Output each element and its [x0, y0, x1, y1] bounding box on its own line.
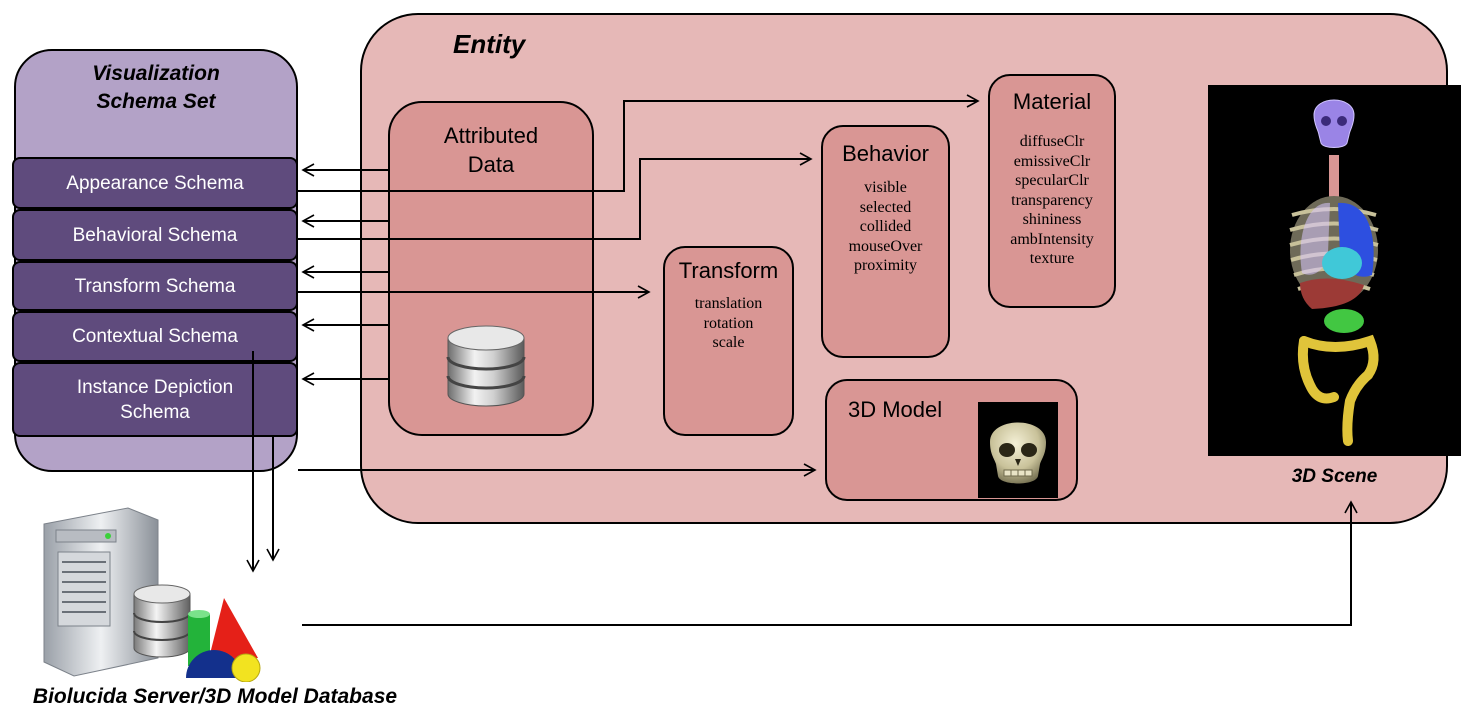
- schema-set-title-line2: Schema Set: [96, 90, 216, 113]
- behavioral-schema-box: Behavioral Schema: [12, 209, 298, 261]
- arrow-behavioral-to-behavior: [298, 152, 813, 240]
- material-attributes: diffuseClr emissiveClr specularClr trans…: [988, 132, 1116, 269]
- arrow-appearance-to-material: [298, 94, 980, 192]
- instance-depiction-schema-box: Instance Depiction Schema: [12, 362, 298, 437]
- appearance-schema-label: Appearance Schema: [66, 172, 244, 194]
- arrow-server-to-scene: [302, 500, 1358, 626]
- material-attr-emissiveclr: emissiveClr: [1013, 152, 1091, 170]
- behavior-attr-collided: collided: [859, 218, 912, 235]
- database-icon: [446, 325, 526, 407]
- material-attr-shininess: shininess: [1022, 211, 1082, 228]
- server-database-icon: [43, 507, 261, 682]
- instance-depiction-schema-label-line1: Instance Depiction: [76, 376, 234, 398]
- skull-thumbnail-image: [978, 402, 1058, 498]
- appearance-schema-box: Appearance Schema: [12, 157, 298, 209]
- scene-render-image: [1208, 85, 1461, 456]
- material-title: Material: [1012, 89, 1092, 114]
- material-attr-texture: texture: [1029, 250, 1075, 267]
- transform-attr-rotation: rotation: [703, 314, 754, 332]
- behavior-attr-proximity: proximity: [853, 257, 918, 274]
- attributed-data-title-line1: Attributed: [443, 123, 539, 148]
- attributed-data-title-line2: Data: [467, 152, 515, 177]
- schema-set-title-line1: Visualization: [92, 62, 220, 85]
- transform-schema-box: Transform Schema: [12, 261, 298, 311]
- material-attr-specularclr: specularClr: [1015, 172, 1089, 189]
- server-label: Biolucida Server/3D Model Database: [32, 685, 398, 708]
- behavior-attr-mouseover: mouseOver: [848, 237, 923, 255]
- behavior-attr-visible: visible: [864, 179, 907, 196]
- behavior-attr-selected: selected: [859, 198, 912, 216]
- entity-title: Entity: [453, 29, 526, 59]
- attributed-data-title: Attributed Data: [388, 121, 594, 179]
- contextual-schema-label: Contextual Schema: [72, 326, 238, 347]
- material-attr-diffuseclr: diffuseClr: [1019, 133, 1085, 150]
- contextual-schema-box: Contextual Schema: [12, 311, 298, 362]
- scene-label: 3D Scene: [1291, 466, 1378, 487]
- transform-schema-label: Transform Schema: [74, 275, 236, 297]
- behavioral-schema-label: Behavioral Schema: [72, 224, 238, 246]
- skull-icon: [990, 422, 1046, 484]
- transform-attr-scale: scale: [712, 334, 745, 351]
- material-attr-transparency: transparency: [1011, 191, 1093, 209]
- behavior-title: Behavior: [842, 141, 929, 166]
- schema-set-title: Visualization Schema Set: [14, 60, 298, 116]
- model-title: 3D Model: [848, 397, 943, 422]
- behavior-box: [821, 125, 950, 358]
- material-box: [988, 74, 1116, 308]
- anatomy-render-icon: [1289, 99, 1379, 446]
- transform-attr-translation: translation: [694, 295, 763, 312]
- transform-attributes: translation rotation scale: [663, 294, 794, 353]
- instance-depiction-schema-label-line2: Schema: [120, 401, 190, 423]
- material-attr-ambintensity: ambIntensity: [1010, 230, 1094, 248]
- behavior-attributes: visible selected collided mouseOver prox…: [821, 178, 950, 276]
- transform-box: [663, 246, 794, 436]
- transform-title: Transform: [678, 258, 779, 283]
